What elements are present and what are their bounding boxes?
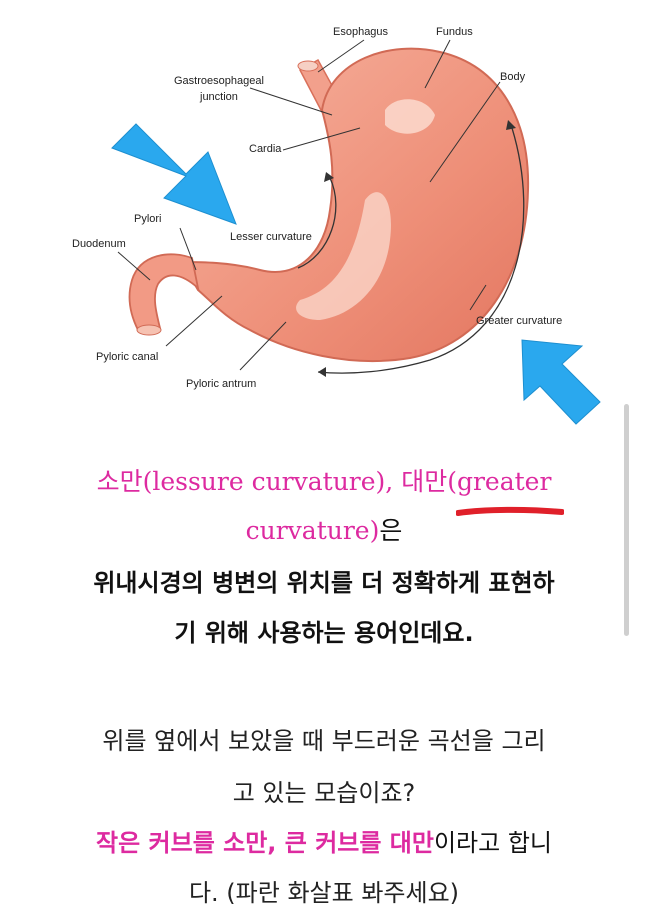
particle-text: 은 xyxy=(379,516,403,545)
label-esophagus: Esophagus xyxy=(333,26,389,38)
label-greater-curvature: Greater curvature xyxy=(476,315,562,327)
duodenum-shape xyxy=(128,253,200,331)
highlight-small-large-curve: 작은 커브를 소만, 큰 커브를 대만 xyxy=(96,829,434,857)
label-pyloric-canal: Pyloric canal xyxy=(96,351,158,363)
stomach-shape xyxy=(180,47,530,363)
lesser-curvature-arrow xyxy=(297,177,337,269)
label-pylorus: Pylori xyxy=(134,213,162,225)
stomach-highlight xyxy=(385,99,435,134)
paragraph-line-2: curvature)은 xyxy=(0,510,648,552)
paragraph-line-4: 기 위해 사용하는 용어인데요. xyxy=(174,619,474,647)
label-gej-2: junction xyxy=(199,91,238,103)
label-gej-1: Gastroesophageal xyxy=(174,75,264,87)
stomach-highlight xyxy=(296,192,391,320)
greater-curvature-arrow xyxy=(317,127,525,374)
term-lesser-greater: 소만(lessure curvature), 대만( xyxy=(96,467,457,496)
label-pyloric-antrum: Pyloric antrum xyxy=(186,378,256,390)
label-body: Body xyxy=(500,71,526,83)
label-fundus: Fundus xyxy=(436,26,473,38)
paragraph-line-7: 작은 커브를 소만, 큰 커브를 대만이라고 합니 xyxy=(0,820,648,866)
paragraph-line-3: 위내시경의 병변의 위치를 더 정확하게 표현하 xyxy=(93,569,555,597)
scrollbar[interactable] xyxy=(624,404,629,636)
blue-arrow-lesser xyxy=(111,123,237,225)
term-curvature: curvature) xyxy=(245,516,380,545)
label-lesser-curvature: Lesser curvature xyxy=(230,231,312,243)
paragraph-line-5: 위를 옆에서 보았을 때 부드러운 곡선을 그리 xyxy=(102,727,546,755)
stomach-anatomy-diagram: Esophagus Fundus Gastroesophageal juncti… xyxy=(72,26,601,425)
paragraph-line-8: 다. (파란 화살표 봐주세요) xyxy=(188,879,460,907)
red-underline xyxy=(456,506,564,516)
paragraph-line-1: 소만(lessure curvature), 대만(greater xyxy=(0,461,648,503)
term-greater-word: greater xyxy=(456,467,552,496)
paragraph-line-6: 고 있는 모습이죠? xyxy=(232,779,416,807)
label-cardia: Cardia xyxy=(249,143,282,155)
line-7-rest: 이라고 합니 xyxy=(433,829,552,857)
label-duodenum: Duodenum xyxy=(72,238,126,250)
blue-arrow-greater xyxy=(521,339,601,425)
